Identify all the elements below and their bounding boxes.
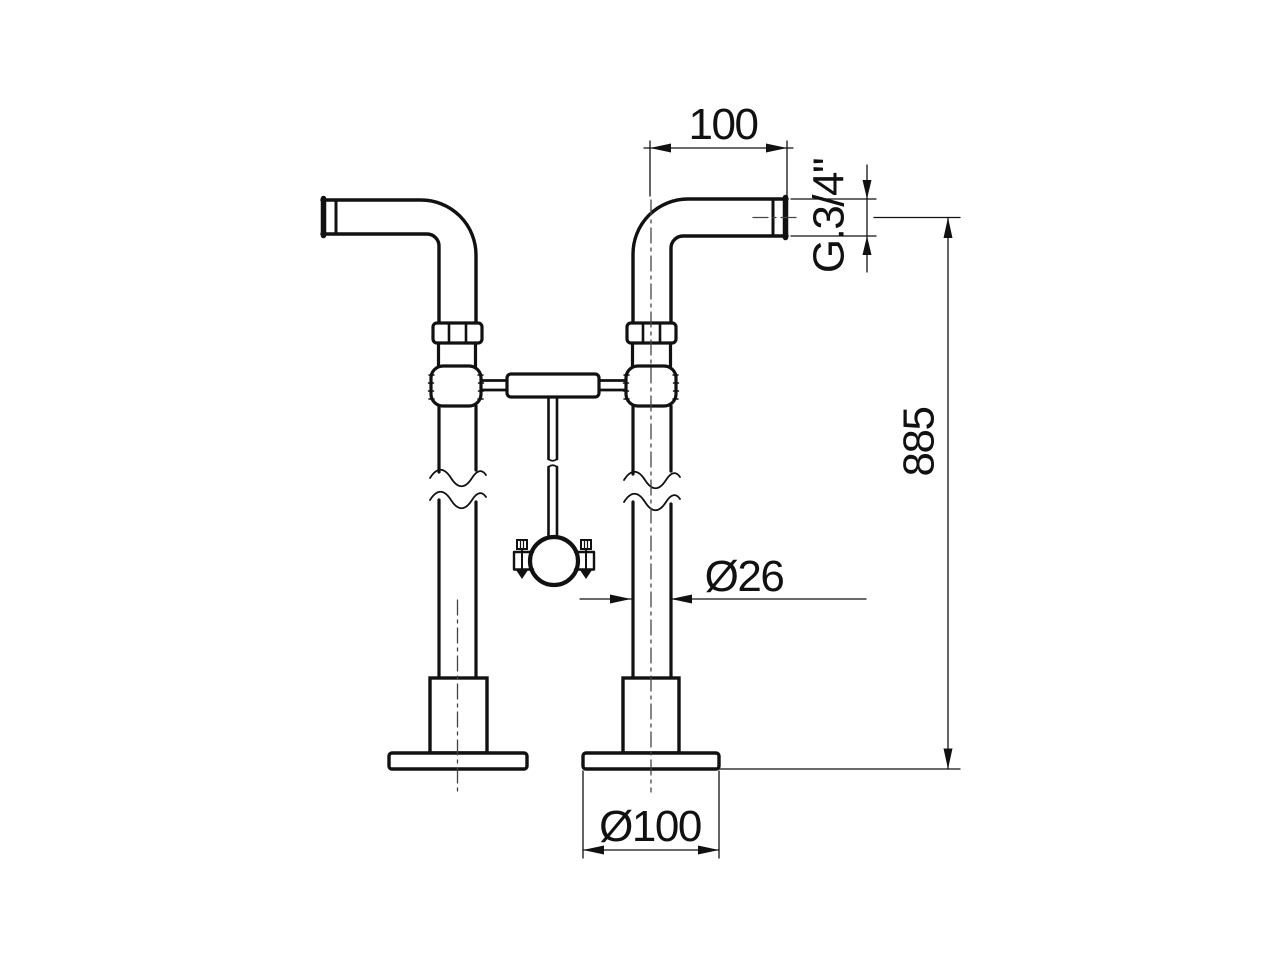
dim-thread-size: G.3/4"	[790, 159, 877, 273]
center-cross-assembly	[479, 372, 628, 588]
dim-overall-height: 885	[718, 216, 961, 770]
pipe-clamp	[512, 534, 596, 588]
right-pipe-leg	[581, 194, 789, 771]
right-pipe-break-symbol	[623, 470, 681, 512]
dim-label-spout-reach: 100	[689, 100, 758, 149]
centerlines	[456, 199, 801, 793]
left-pipe-break-symbol	[429, 468, 487, 510]
support-rod	[547, 395, 559, 539]
left-pipe-leg	[320, 195, 529, 771]
left-union-nut	[431, 321, 484, 345]
left-coupling-barrel	[427, 364, 485, 408]
dim-label-base-diameter: Ø100	[599, 802, 701, 851]
left-outlet-cap	[320, 195, 338, 239]
tee-block	[505, 372, 601, 399]
clamp-bolt-left	[516, 539, 528, 579]
dim-label-overall-height: 885	[895, 408, 944, 477]
dim-label-pipe-diameter: Ø26	[705, 552, 784, 601]
clamp-bolt-right	[580, 539, 592, 579]
dim-spout-reach: 100	[643, 100, 794, 198]
left-base-escutcheon	[428, 676, 489, 755]
dim-pipe-diameter: Ø26	[579, 552, 867, 604]
dim-label-thread-size: G.3/4"	[805, 159, 854, 273]
dim-base-diameter: Ø100	[582, 770, 720, 859]
